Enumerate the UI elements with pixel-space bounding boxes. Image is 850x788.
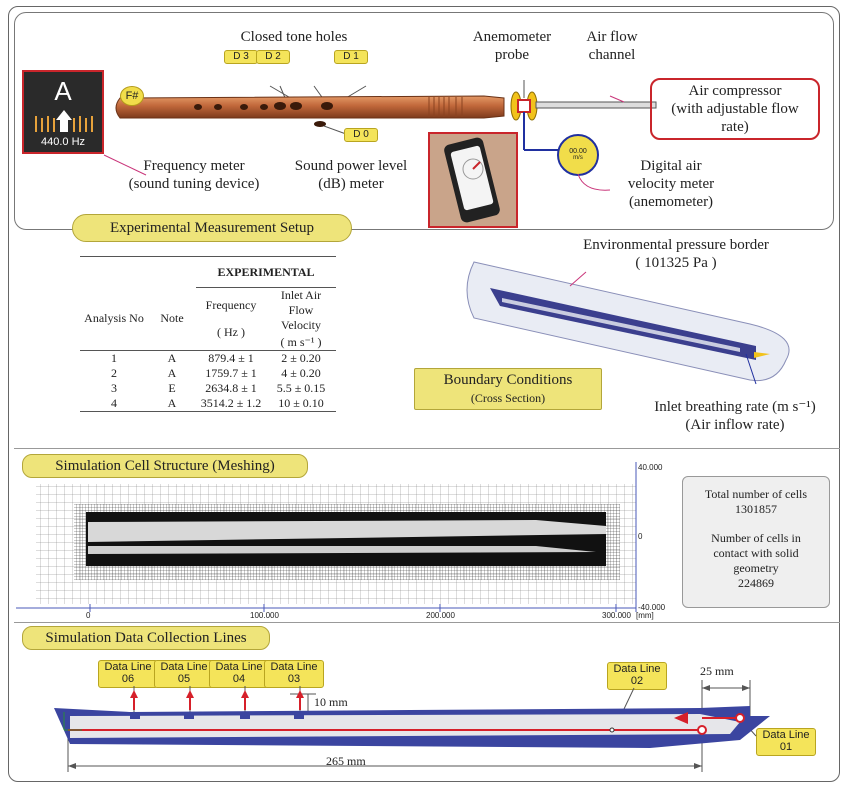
meter-scale-icon (35, 110, 93, 132)
hole-tag-d2: D 2 (256, 50, 290, 64)
closed-holes-title: Closed tone holes (240, 29, 348, 45)
mesh-x-unit: [mm] (636, 611, 654, 620)
col-vel: Inlet Air Flow Velocity (280, 288, 322, 332)
velocity-meter-device: 00.00 m/s (557, 134, 599, 176)
sound-meter-label: Sound power level (dB) meter (294, 158, 408, 192)
cross-section-drawing (466, 261, 790, 385)
velocity-leader (577, 173, 611, 191)
air-channel-label: Air flow channel (586, 29, 638, 63)
mesh-x-tick-3: 300.000 (602, 611, 631, 620)
mesh-y-tick-1: 0 (638, 532, 643, 541)
mesh-x-tick-2: 200.000 (426, 611, 455, 620)
meter-note: A (54, 76, 72, 106)
hole-tag-d0: D 0 (344, 128, 378, 142)
probe-channel-drawing (510, 80, 657, 151)
frequency-meter-device: A 440.0 Hz (22, 70, 104, 154)
experimental-table: EXPERIMENTAL Analysis No Note Frequency (… (80, 256, 336, 412)
col-analysis: Analysis No (84, 311, 144, 326)
divider-1 (14, 448, 840, 449)
mesh-y-tick-0: 40.000 (638, 463, 663, 472)
sharp-badge: F# (120, 86, 144, 106)
cell-stats-box: Total number of cells 1301857 Number of … (682, 476, 830, 608)
col-freq-unit: ( Hz ) (217, 325, 245, 339)
setup-title: Experimental Measurement Setup (72, 214, 352, 242)
dial-icon (462, 158, 484, 180)
outer-frame (8, 6, 840, 782)
mesh-x-tick-0: 0 (86, 611, 91, 620)
boundary-box: Boundary Conditions (Cross Section) (414, 368, 602, 410)
compressor-box: Air compressor (with adjustable flow rat… (650, 78, 820, 140)
meter-readout: 440.0 Hz (40, 136, 86, 148)
mesh-plot (16, 462, 637, 612)
sound-meter-phone (428, 132, 518, 228)
group-header: EXPERIMENTAL (196, 256, 336, 288)
col-vel-unit: ( m s⁻¹ ) (280, 335, 322, 349)
col-note: Note (160, 311, 184, 326)
data-lines-drawing (54, 680, 770, 772)
divider-2 (14, 622, 840, 623)
dim-25mm: 25 mm (700, 664, 734, 678)
results-table: EXPERIMENTAL Analysis No Note Frequency (… (80, 256, 336, 412)
hole-tag-d1: D 1 (334, 50, 368, 64)
lines-title: Simulation Data Collection Lines (22, 626, 270, 650)
setup-panel (14, 12, 834, 230)
dim-265mm: 265 mm (326, 754, 366, 768)
mesh-title: Simulation Cell Structure (Meshing) (22, 454, 308, 478)
velocity-meter-label: Digital air velocity meter (anemometer) (627, 158, 715, 210)
hole-tag-d3: D 3 (224, 50, 258, 64)
instrument-drawing (103, 85, 505, 176)
mesh-x-tick-1: 100.000 (250, 611, 279, 620)
anemometer-probe-label: Anemometer probe (472, 29, 552, 63)
col-freq: Frequency (205, 298, 257, 312)
mesh-y-tick-2: -40.000 (638, 603, 666, 612)
frequency-meter-label: Frequency meter (sound tuning device) (128, 158, 260, 192)
inlet-rate-label: Inlet breathing rate (m s⁻¹) (Air inflow… (654, 399, 816, 433)
dim-10mm: 10 mm (314, 695, 348, 709)
env-pressure-label: Environmental pressure border ( 101325 P… (583, 237, 769, 271)
